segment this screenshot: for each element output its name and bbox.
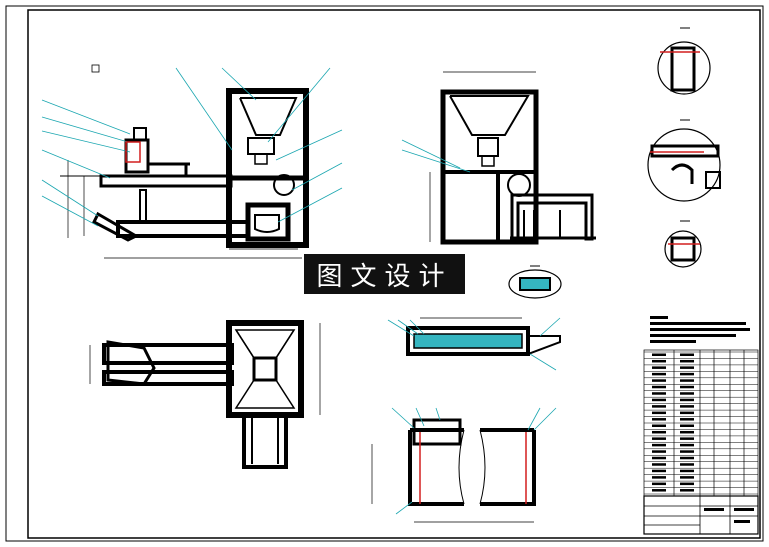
- parts-list-cell-mark: [680, 405, 694, 408]
- parts-list-cell-mark: [680, 430, 694, 434]
- parts-list-cell-mark: [680, 359, 694, 363]
- inner-border: [27, 9, 761, 539]
- parts-list-cell-mark: [652, 392, 666, 395]
- watermark-stamp: 图文设计: [304, 254, 465, 294]
- parts-list-cell-mark: [680, 443, 694, 447]
- parts-list-cell-mark: [680, 398, 694, 402]
- parts-list-cell-mark: [652, 456, 666, 460]
- detail-view-d: [508, 265, 562, 299]
- parts-list-cell-mark: [652, 359, 666, 363]
- small-square-marker: [91, 64, 100, 73]
- technical-notes: [650, 316, 750, 343]
- parts-list-cell-mark: [652, 398, 666, 402]
- section-e-annotations: [387, 317, 561, 371]
- parts-list-cell-mark: [652, 379, 666, 382]
- side-view: [429, 71, 596, 245]
- parts-list-cell-mark: [680, 482, 694, 486]
- parts-list-cell-mark: [652, 437, 666, 440]
- parts-list-rows: [644, 351, 758, 495]
- parts-list-cell-mark: [652, 476, 666, 479]
- parts-list-cell-mark: [680, 476, 694, 479]
- parts-list-cell-mark: [652, 411, 666, 415]
- outer-border: [5, 5, 764, 542]
- parts-list-cell-mark: [680, 437, 694, 440]
- parts-list-cell-mark: [680, 379, 694, 382]
- parts-list-cell-mark: [680, 450, 694, 453]
- parts-list-cell-mark: [680, 411, 694, 415]
- parts-list-cell-mark: [680, 392, 694, 395]
- parts-list-cell-mark: [680, 463, 694, 466]
- parts-list-cell-mark: [652, 489, 666, 492]
- parts-list-cell-mark: [680, 489, 694, 492]
- parts-list-cell-mark: [680, 418, 694, 421]
- parts-list-cell-mark: [652, 366, 666, 369]
- detail-view-a: [657, 27, 711, 95]
- parts-list-cell-mark: [652, 405, 666, 408]
- section-view-e: [406, 317, 561, 356]
- detail-view-b: [647, 119, 721, 202]
- title-block: [643, 495, 759, 535]
- parts-list-cell-mark: [652, 482, 666, 486]
- parts-list-cell-mark: [680, 456, 694, 460]
- parts-list-cell-mark: [652, 443, 666, 447]
- parts-list-cell-mark: [680, 366, 694, 369]
- section-view-f: [371, 418, 536, 523]
- section-f-annotations: [391, 407, 557, 515]
- parts-list-cell-mark: [652, 463, 666, 466]
- parts-list-cell-mark: [652, 418, 666, 421]
- parts-list-cell-mark: [652, 469, 666, 473]
- parts-list-cell-mark: [652, 353, 666, 356]
- front-view-annotations: [41, 67, 343, 227]
- red-detail-marker: [125, 141, 141, 163]
- front-view: [60, 88, 309, 259]
- parts-list-cell-mark: [652, 424, 666, 427]
- parts-list-cell-mark: [680, 424, 694, 427]
- top-view: [89, 320, 321, 469]
- parts-list-cell-mark: [680, 372, 694, 376]
- parts-list-cell-mark: [680, 469, 694, 473]
- parts-list-cell-mark: [652, 450, 666, 453]
- side-view-annotations: [401, 139, 471, 173]
- parts-list-cell-mark: [652, 385, 666, 389]
- detail-view-c: [664, 220, 702, 268]
- parts-list-cell-mark: [680, 385, 694, 389]
- parts-list-cell-mark: [680, 353, 694, 356]
- parts-list-cell-mark: [652, 430, 666, 434]
- parts-list-cell-mark: [652, 372, 666, 376]
